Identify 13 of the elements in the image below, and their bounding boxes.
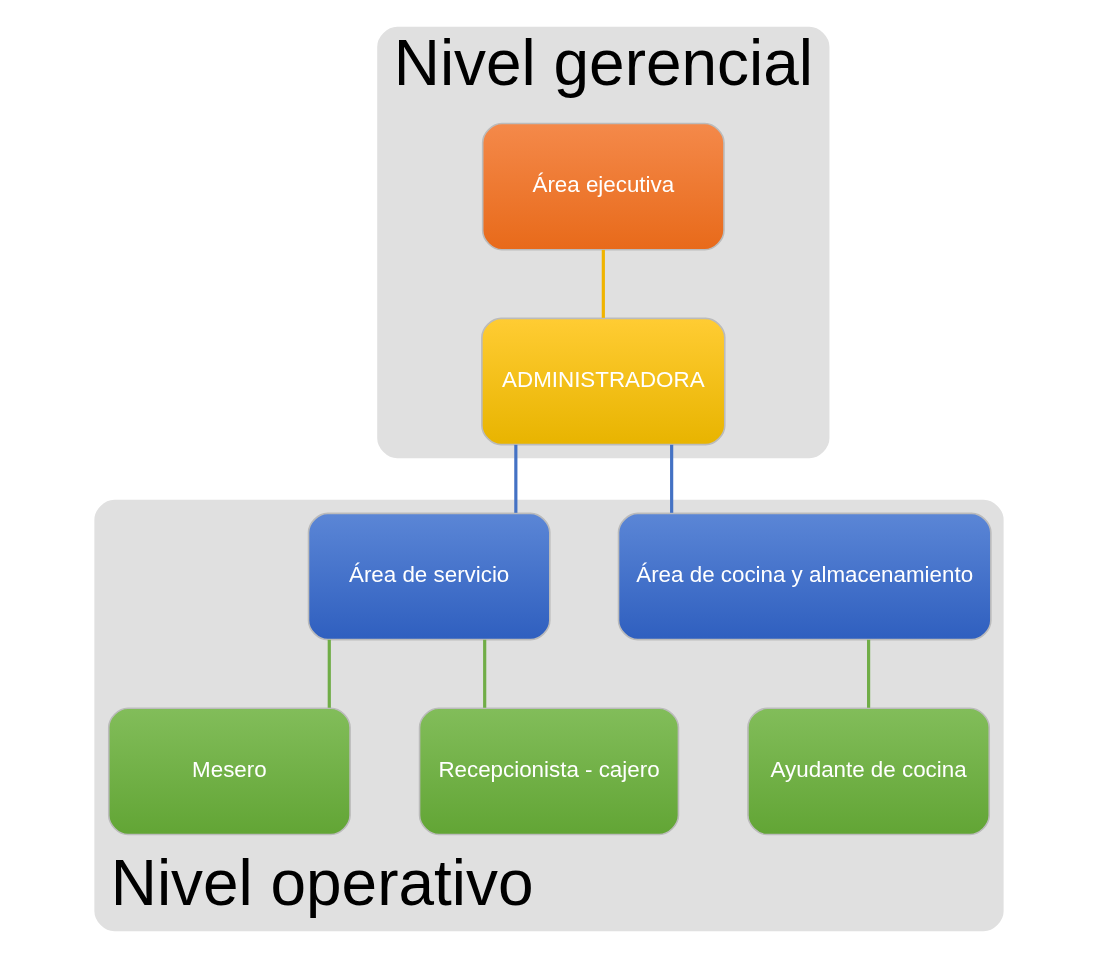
node-box: Área de servicio: [307, 512, 551, 641]
connector: [601, 249, 605, 318]
connector: [327, 639, 331, 708]
node-box: Mesero: [107, 707, 351, 836]
connector: [669, 444, 673, 513]
node-box: Área de cocina y almacenamiento: [617, 512, 992, 641]
node-box: Área ejecutiva: [481, 122, 725, 251]
connector: [513, 444, 517, 513]
node-box: Ayudante de cocina: [746, 707, 990, 836]
connector: [866, 639, 870, 708]
connector: [482, 639, 486, 708]
node-box: Recepcionista - cajero: [418, 707, 679, 836]
node-box: ADMINISTRADORA: [480, 317, 726, 446]
